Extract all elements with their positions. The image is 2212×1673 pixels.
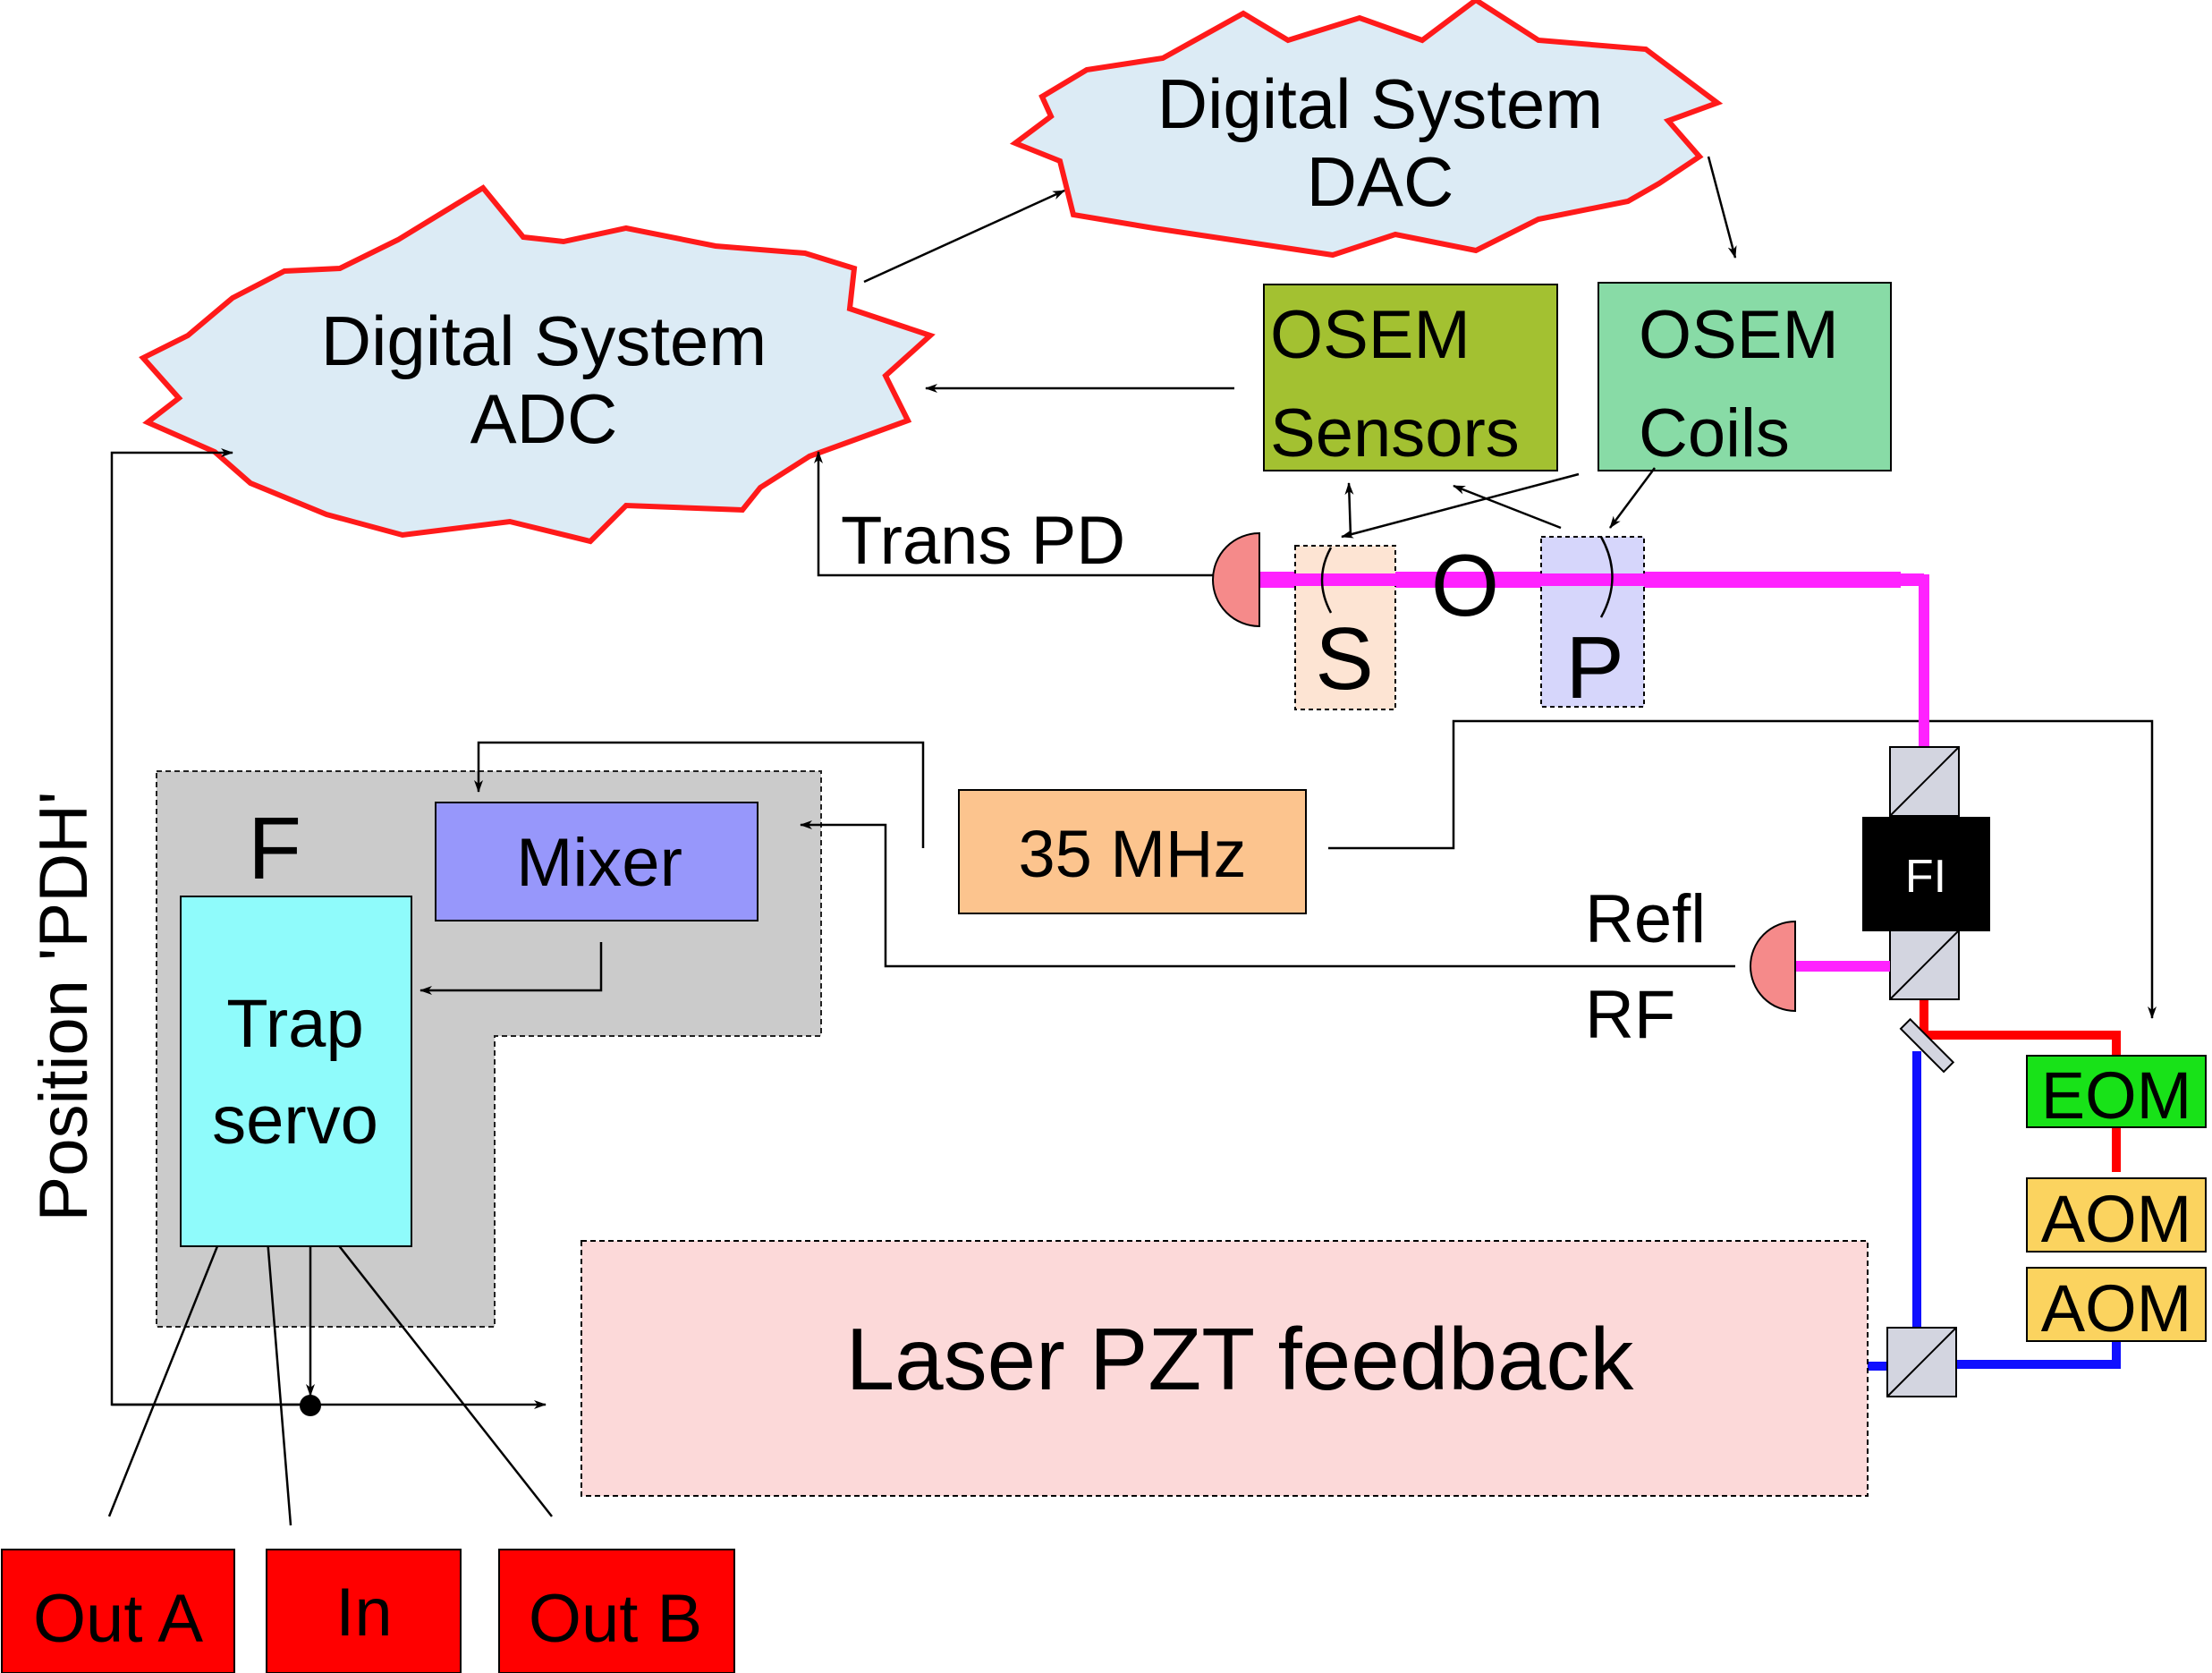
- refl-photodiode-icon: [1750, 920, 1796, 1013]
- osem-coils-label-2: Coils: [1639, 395, 1790, 471]
- trap-servo-label-1: Trap: [226, 986, 363, 1062]
- fi-polarizer-top-diagonal: [1889, 746, 1960, 817]
- out-a-label: Out A: [33, 1581, 203, 1657]
- out-b-arrow: [317, 1218, 553, 1517]
- in-label: In: [335, 1575, 392, 1651]
- mhz-to-mixer-arrow: [474, 741, 925, 848]
- eom-label: EOM: [2041, 1058, 2192, 1133]
- mirror-p-box: [1540, 536, 1645, 708]
- adc-cloud-subtitle: ADC: [470, 379, 618, 458]
- mirror-s-box: [1294, 545, 1396, 710]
- trans-pd-to-adc-arrow: [814, 451, 1216, 577]
- mirror-p-label: P: [1565, 618, 1623, 717]
- fi-box: [1862, 817, 1990, 931]
- aom-box-1: [2026, 1177, 2207, 1253]
- trap-servo-label-2: servo: [212, 1083, 378, 1159]
- blue-beam: [1912, 1051, 2121, 1369]
- out-b-box[interactable]: [498, 1549, 735, 1673]
- refl-rf-label-1: Refl: [1585, 881, 1706, 957]
- mhz-oscillator-box: [958, 789, 1307, 914]
- osem-coils-label-1: OSEM: [1639, 297, 1839, 373]
- optic-o-label: O: [1431, 536, 1499, 634]
- laser-pzt-feedback-box: [581, 1240, 1869, 1497]
- dac-cloud: [1009, 0, 1724, 259]
- in-box[interactable]: [266, 1549, 462, 1673]
- mhz-to-eom-arrow: [1328, 719, 2157, 1019]
- aom-label-1: AOM: [2041, 1182, 2192, 1256]
- out-a-box[interactable]: [1, 1549, 235, 1673]
- pickoff-mirror: [1899, 1017, 1955, 1074]
- trans-pd-label: Trans PD: [841, 503, 1125, 579]
- out-b-label: Out B: [529, 1581, 702, 1657]
- dac-to-coils-arrow: [1707, 156, 1737, 259]
- out-a-arrow: [107, 1219, 230, 1517]
- adc-cloud-title: Digital System: [321, 301, 767, 380]
- dac-cloud-title: Digital System: [1157, 64, 1603, 143]
- osem-sensors-label-1: OSEM: [1270, 297, 1470, 373]
- coils-to-p-arrow: [1608, 467, 1657, 529]
- fi-label: FI: [1905, 851, 1946, 903]
- mixer-label: Mixer: [516, 825, 682, 901]
- osem-sensors-label-2: Sensors: [1270, 395, 1520, 471]
- aom-box-2: [2026, 1267, 2207, 1342]
- p-to-sensors-arrow: [1453, 484, 1562, 530]
- trans-photodiode-icon: [1212, 531, 1260, 628]
- mirror-s-curve: [1320, 547, 1333, 614]
- position-pdh-label: Position 'PDH': [26, 792, 102, 1222]
- refl-rf-label-2: RF: [1585, 977, 1675, 1053]
- trap-servo-box: [180, 896, 412, 1247]
- eom-box: [2026, 1055, 2207, 1128]
- mhz-oscillator-label: 35 MHz: [1019, 817, 1247, 891]
- f-region-label: F: [248, 799, 301, 897]
- laser-pzt-feedback-label: Laser PZT feedback: [846, 1310, 1635, 1408]
- fi-polarizer-bottom-diagonal: [1889, 930, 1960, 1000]
- mixer-box: [435, 802, 759, 921]
- osem-coils-box: [1598, 282, 1892, 471]
- mixer-to-servo-arrow: [420, 942, 603, 995]
- s-to-sensors-arrow: [1344, 482, 1354, 538]
- aom-label-2: AOM: [2041, 1271, 2192, 1346]
- junction-dot: [300, 1395, 321, 1416]
- in-arrow: [262, 1216, 292, 1526]
- mirror-p-curve: [1599, 536, 1614, 618]
- osem-sensors-box: [1263, 284, 1558, 471]
- coils-to-s-arrow: [1341, 472, 1580, 539]
- refl-rf-to-mixer-arrow: [800, 820, 1735, 968]
- dac-cloud-subtitle: DAC: [1307, 142, 1454, 221]
- beamsplitter-diagonal: [1886, 1327, 1957, 1397]
- adc-cloud: [139, 184, 936, 545]
- adc-to-dac-arrow: [863, 189, 1065, 284]
- mirror-s-label: S: [1315, 609, 1373, 708]
